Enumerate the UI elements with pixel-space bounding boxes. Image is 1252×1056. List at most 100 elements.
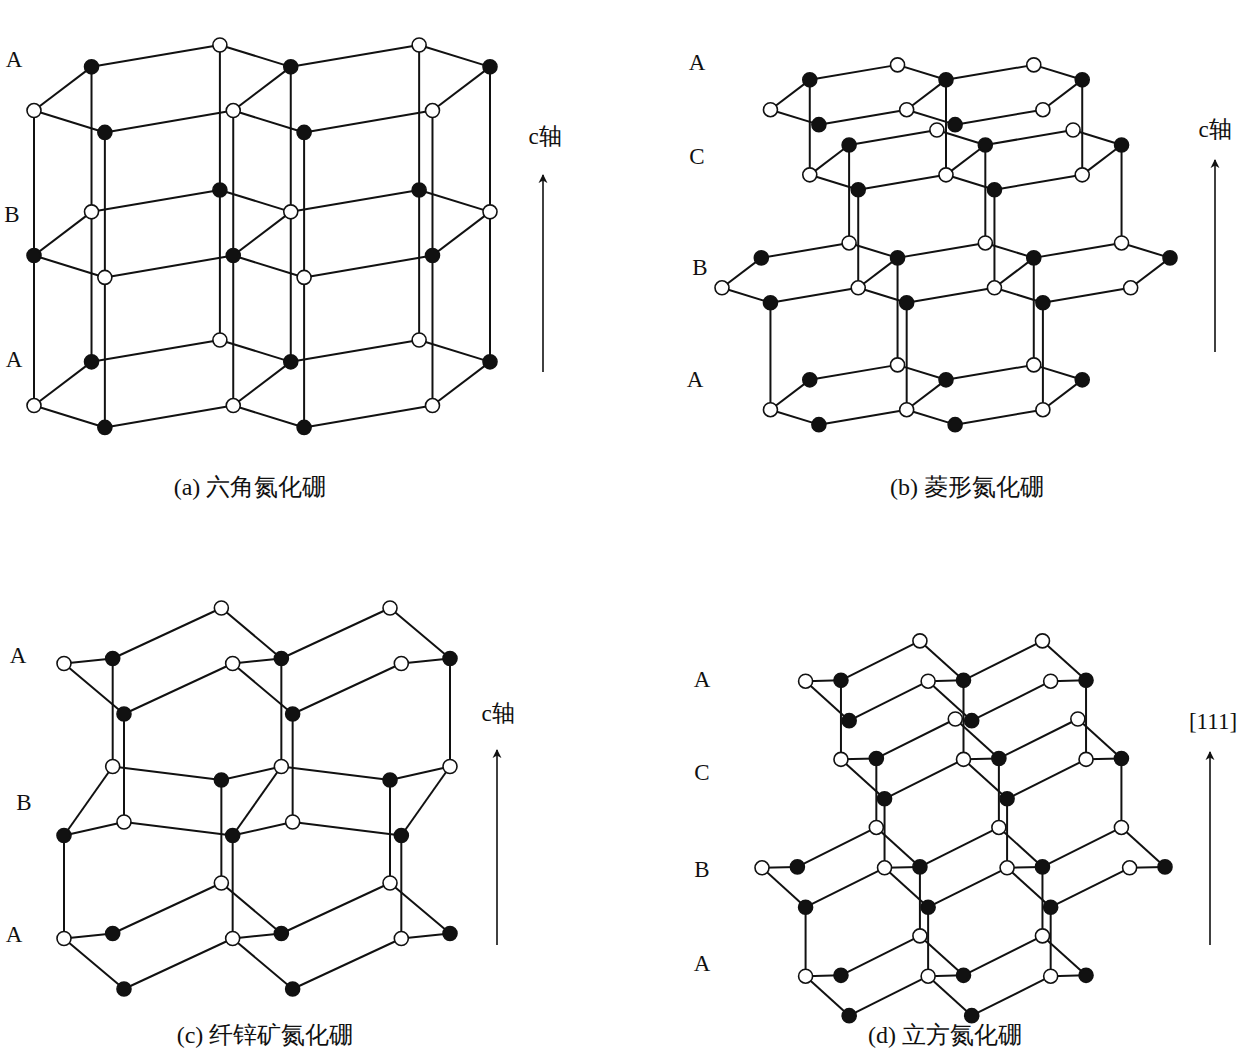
bond-line: [34, 212, 92, 256]
panel-caption: (b) 菱形氮化硼: [890, 474, 1044, 500]
atom-dot: [297, 270, 311, 284]
crystal-structure: [755, 634, 1172, 1023]
atom-dot: [948, 118, 962, 132]
bond-line: [432, 362, 490, 406]
atom-dot: [27, 399, 41, 413]
bond-line: [419, 340, 490, 362]
bond-line: [124, 664, 233, 715]
axis-label: c轴: [1198, 117, 1231, 142]
bond-line: [291, 45, 419, 67]
bond-line: [34, 362, 92, 406]
layer-label: B: [694, 857, 709, 882]
atom-dot: [1036, 103, 1050, 117]
bond-line: [1043, 288, 1131, 303]
layer-label: A: [6, 47, 23, 72]
crystal-structure: [27, 38, 497, 434]
bond-line: [897, 258, 899, 365]
atom-dot: [1035, 929, 1049, 943]
bond-line: [64, 767, 113, 836]
bond-line: [906, 303, 908, 410]
layer-label: A: [10, 643, 27, 668]
atom-dot: [812, 418, 826, 432]
atom-dot: [57, 829, 71, 843]
bond-line: [92, 45, 220, 67]
axis-arrow: [496, 750, 498, 945]
bond-line: [221, 608, 281, 659]
atom-dot: [297, 420, 311, 434]
bond-line: [232, 111, 234, 256]
atom-dot: [443, 927, 457, 941]
atom-dot: [900, 403, 914, 417]
layer-label: B: [4, 202, 19, 227]
bond-line: [431, 111, 433, 256]
atom-dot: [1079, 673, 1093, 687]
atom-dot: [992, 820, 1006, 834]
atom-dot: [286, 707, 300, 721]
bond-line: [964, 641, 1043, 680]
layer-label: B: [16, 790, 31, 815]
atom-dot: [799, 969, 813, 983]
atom-dot: [948, 712, 962, 726]
bond-line: [489, 67, 491, 212]
bond-line: [105, 256, 233, 278]
bond-line: [104, 132, 106, 277]
atom-dot: [1000, 861, 1014, 875]
atom-dot: [1000, 792, 1014, 806]
bond-line: [1034, 243, 1122, 258]
atom-dot: [85, 205, 99, 219]
bond-line: [418, 45, 420, 190]
atom-dot: [226, 829, 240, 843]
atom-dot: [754, 251, 768, 265]
bond-line: [1006, 799, 1008, 868]
bond-line: [1051, 868, 1130, 907]
atom-dot: [1114, 751, 1128, 765]
atom-dot: [1044, 674, 1058, 688]
atom-dot: [957, 752, 971, 766]
bond-line: [232, 836, 234, 939]
bond-line: [233, 362, 291, 406]
atom-dot: [117, 815, 131, 829]
atom-dot: [394, 829, 408, 843]
atom-dot: [842, 236, 856, 250]
atom-dot: [834, 752, 848, 766]
bond-line: [34, 406, 105, 428]
bond-line: [292, 714, 294, 822]
atom-dot: [425, 399, 439, 413]
bond-line: [221, 883, 281, 934]
atom-dot: [1115, 138, 1129, 152]
atom-dot: [939, 373, 953, 387]
bond-line: [220, 340, 291, 362]
atom-dot: [214, 876, 228, 890]
atom-dot: [98, 420, 112, 434]
atom-dot: [274, 760, 288, 774]
atom-dot: [274, 927, 288, 941]
bond-line: [432, 67, 490, 111]
bond-line: [281, 608, 390, 659]
layer-label: B: [692, 255, 707, 280]
atom-dot: [27, 249, 41, 263]
bond-line: [797, 827, 876, 866]
atom-dot: [921, 969, 935, 983]
bond-line: [390, 608, 450, 659]
atom-dot: [1114, 820, 1128, 834]
crystal-structure: [57, 601, 457, 996]
atom-dot: [383, 601, 397, 615]
bond-line: [105, 406, 233, 428]
bond-line: [34, 67, 92, 111]
panel-caption: (a) 六角氮化硼: [174, 474, 327, 500]
bond-line: [489, 212, 491, 362]
atom-dot: [284, 205, 298, 219]
bond-line: [280, 659, 282, 767]
atom-dot: [900, 103, 914, 117]
bond-line: [220, 780, 222, 883]
bond-line: [819, 110, 907, 125]
bond-line: [907, 288, 995, 303]
atom-dot: [394, 657, 408, 671]
layer-label: A: [687, 367, 704, 392]
atom-dot: [939, 168, 953, 182]
atom-dot: [1035, 634, 1049, 648]
atom-dot: [412, 183, 426, 197]
bond-line: [431, 256, 433, 406]
bond-line: [1121, 145, 1123, 243]
bond-line: [928, 868, 1007, 907]
